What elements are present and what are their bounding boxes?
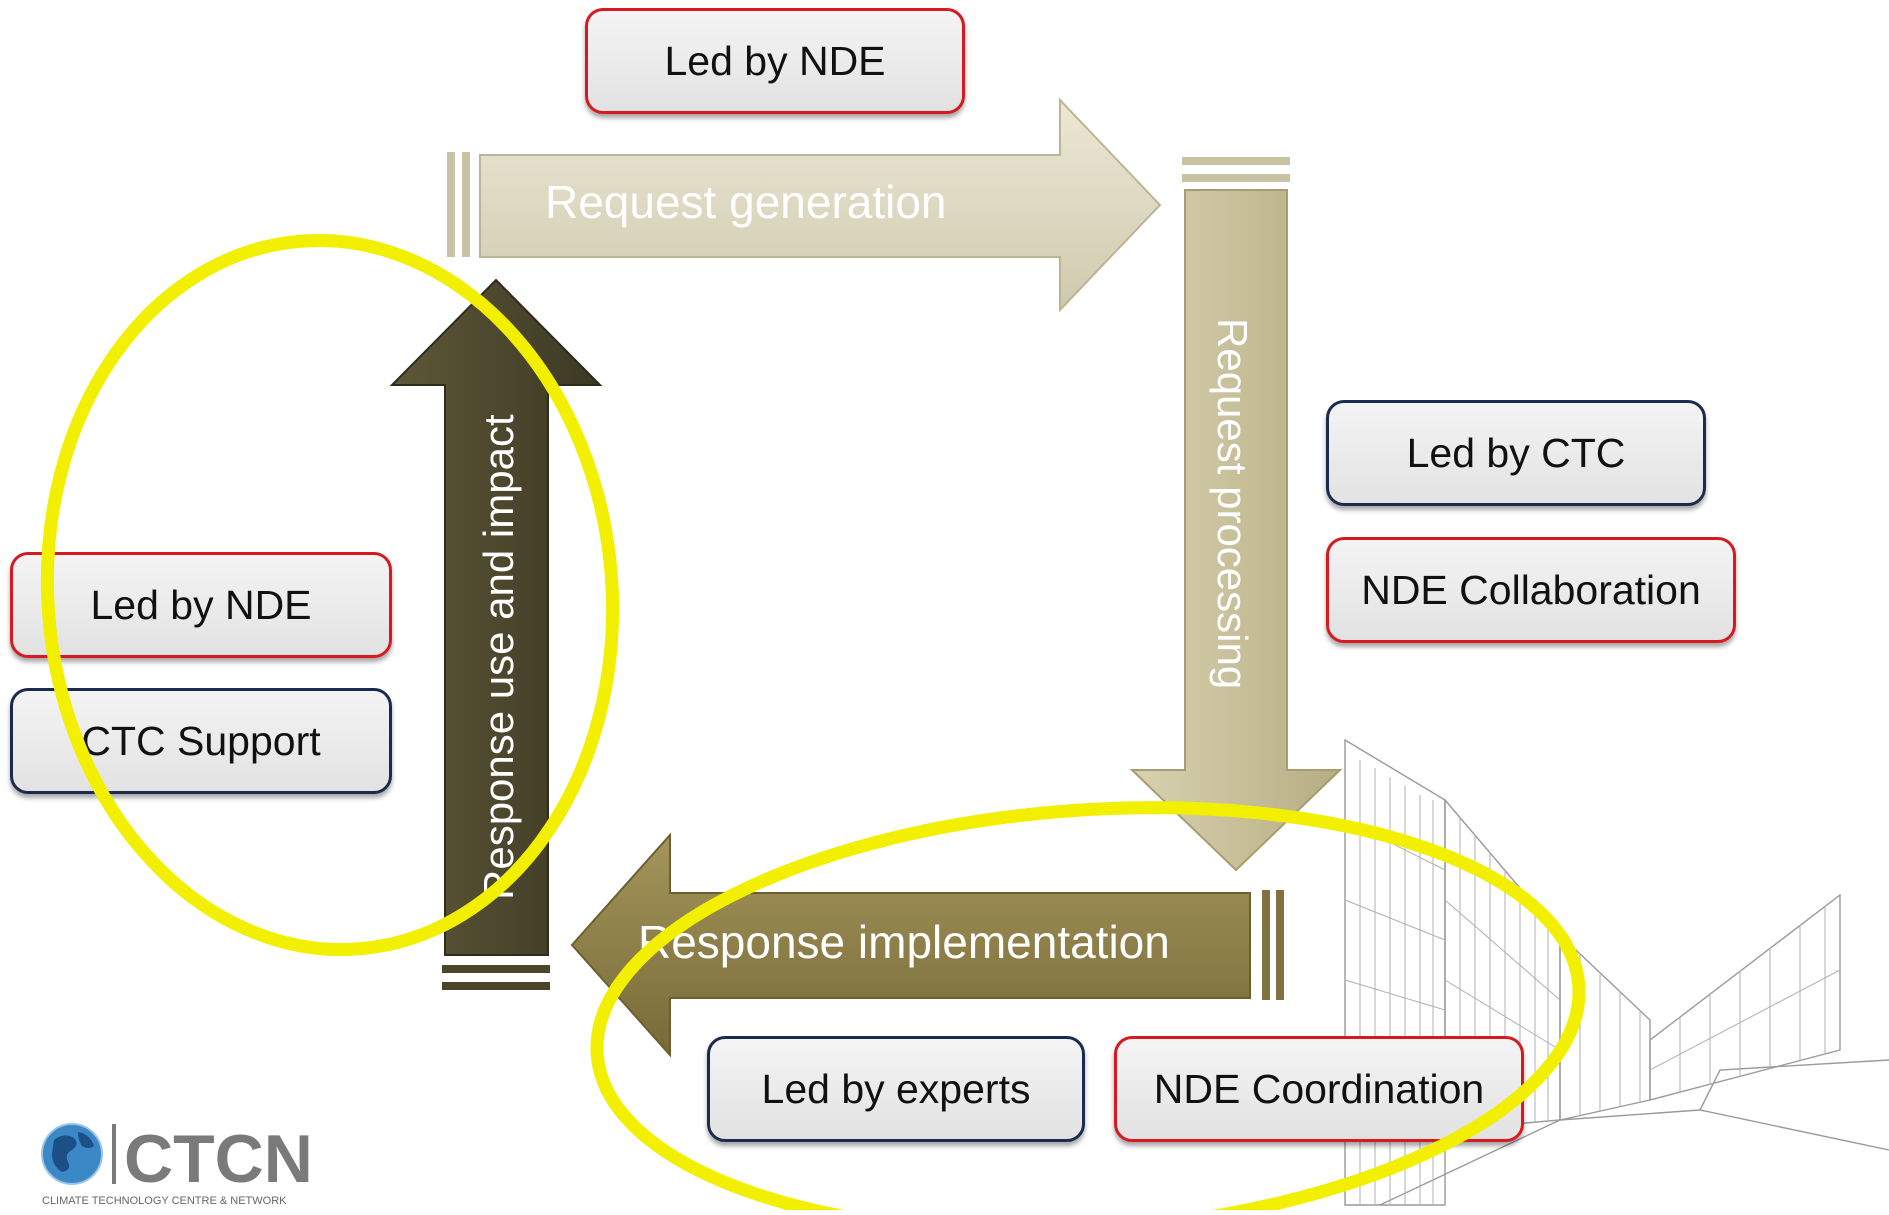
response-use-arrow: Response use and impact: [389, 278, 603, 990]
request-generation-arrow: Request generation: [447, 97, 1162, 313]
top-led-by-nde-box: Led by NDE: [585, 8, 965, 114]
bottom-nde-coordination-box: NDE Coordination: [1114, 1036, 1524, 1142]
globe-icon: [41, 1123, 103, 1185]
right-led-by-ctc-box: Led by CTC: [1326, 400, 1706, 506]
right-nde-collaboration-text: NDE Collaboration: [1361, 566, 1701, 613]
bottom-nde-coordination-text: NDE Coordination: [1153, 1065, 1485, 1112]
bottom-led-by-experts-box: Led by experts: [707, 1036, 1085, 1142]
response-implementation-label: Response implementation: [638, 916, 1170, 968]
left-ctc-support-text: CTC Support: [81, 717, 321, 764]
left-led-by-nde-box: Led by NDE: [10, 552, 392, 658]
bottom-highlight-ellipse: [590, 801, 1586, 1210]
top-led-by-nde-text: Led by NDE: [664, 37, 886, 84]
right-nde-collaboration-box: NDE Collaboration: [1326, 537, 1736, 643]
request-processing-arrow: Request processing: [1129, 157, 1343, 872]
request-generation-label: Request generation: [545, 176, 947, 228]
logo-tagline: CLIMATE TECHNOLOGY CENTRE & NETWORK: [42, 1195, 287, 1207]
left-led-by-nde-text: Led by NDE: [90, 581, 312, 628]
request-processing-label: Request processing: [1209, 318, 1256, 689]
right-led-by-ctc-text: Led by CTC: [1406, 429, 1626, 476]
bottom-led-by-experts-text: Led by experts: [761, 1065, 1031, 1112]
response-use-label: Response use and impact: [475, 414, 522, 900]
response-implementation-arrow: Response implementation: [570, 832, 1284, 1058]
logo-name: CTCN: [124, 1121, 313, 1197]
ctcn-logo: CTCN CLIMATE TECHNOLOGY CENTRE & NETWORK: [40, 1118, 360, 1210]
left-highlight-ellipse: [40, 233, 620, 957]
